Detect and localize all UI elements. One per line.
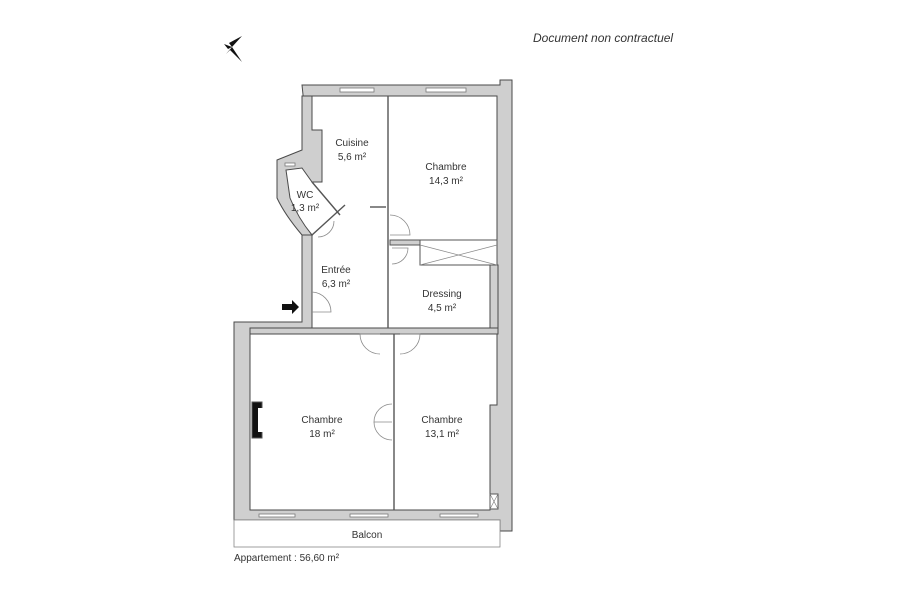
disclaimer: Document non contractuel bbox=[533, 31, 674, 45]
room-name: Dressing bbox=[422, 289, 461, 300]
room-area: 18 m² bbox=[309, 429, 335, 440]
room-name: Cuisine bbox=[335, 138, 369, 149]
room-name: Chambre bbox=[425, 162, 467, 173]
room-name: Chambre bbox=[301, 415, 343, 426]
interior-walls bbox=[251, 96, 499, 510]
walls bbox=[233, 79, 513, 532]
room-name: Chambre bbox=[421, 415, 463, 426]
room-area: 13,1 m² bbox=[425, 429, 460, 440]
entrance-arrow-icon bbox=[282, 300, 299, 314]
room-area: 6,3 m² bbox=[322, 279, 351, 290]
room-name: WC bbox=[297, 190, 314, 201]
room-area: 4,5 m² bbox=[428, 303, 457, 314]
north-compass-icon bbox=[224, 36, 242, 62]
room-area: 5,6 m² bbox=[338, 152, 367, 163]
doors bbox=[311, 214, 421, 441]
balcony-label: Balcon bbox=[352, 530, 383, 541]
room-area: 1,3 m² bbox=[291, 203, 320, 214]
room-area: 14,3 m² bbox=[429, 176, 464, 187]
room-name: Entrée bbox=[321, 265, 351, 276]
windows bbox=[258, 87, 479, 518]
balcony bbox=[233, 519, 501, 548]
wardrobe bbox=[419, 239, 498, 266]
total-area: Appartement : 56,60 m² bbox=[234, 553, 340, 564]
